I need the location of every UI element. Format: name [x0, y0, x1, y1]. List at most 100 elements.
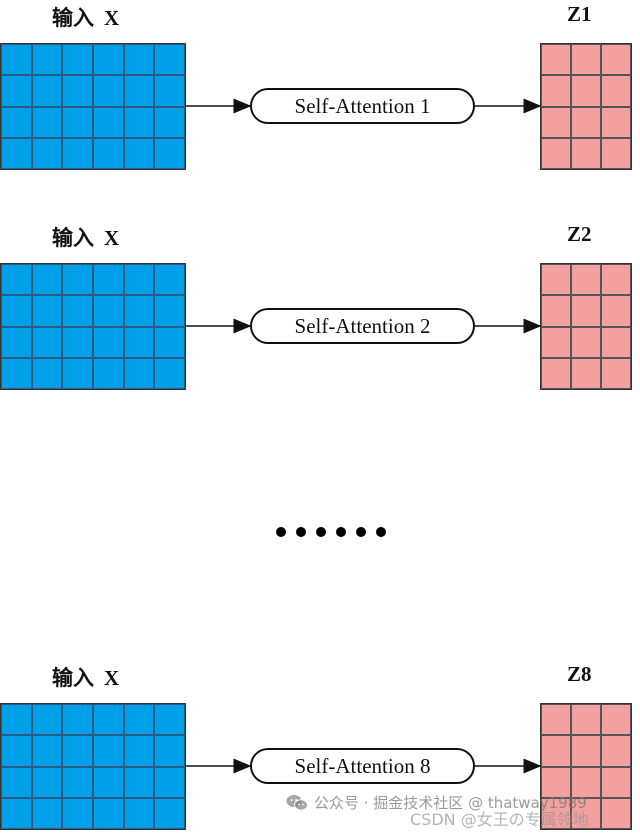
input-matrix-cell: [92, 264, 124, 296]
output-matrix-cell: [541, 766, 571, 798]
wechat-icon: [286, 794, 308, 811]
input-variable: X: [104, 666, 120, 690]
input-matrix-cell: [31, 357, 63, 389]
ellipsis-dot: [336, 527, 346, 537]
input-matrix-cell: [62, 766, 93, 798]
input-matrix-cell: [1, 44, 32, 76]
input-matrix-cell: [1, 326, 32, 358]
input-matrix-cell: [123, 264, 155, 296]
input-matrix-x: [0, 263, 186, 390]
output-matrix-cell: [601, 106, 631, 138]
output-matrix-cell: [541, 797, 571, 829]
output-matrix-cell: [571, 357, 601, 389]
output-matrix-cell: [571, 264, 601, 296]
input-matrix-cell: [62, 326, 93, 358]
input-matrix-cell: [154, 766, 185, 798]
input-matrix-cell: [1, 106, 32, 138]
self-attention-block: Self-Attention 1: [250, 88, 475, 124]
output-matrix-cell: [601, 357, 631, 389]
input-matrix-cell: [154, 44, 185, 76]
input-matrix-cell: [62, 704, 93, 736]
input-matrix-cell: [123, 766, 155, 798]
input-matrix-cell: [154, 357, 185, 389]
output-matrix-cell: [541, 44, 571, 76]
flow-arrows: [186, 98, 542, 114]
output-matrix-cell: [601, 137, 631, 169]
input-matrix-cell: [154, 797, 185, 829]
input-matrix-cell: [1, 766, 32, 798]
input-matrix-cell: [62, 735, 93, 767]
output-matrix-cell: [541, 295, 571, 327]
output-matrix-cell: [571, 766, 601, 798]
input-variable: X: [104, 6, 120, 30]
output-matrix-cell: [541, 326, 571, 358]
output-matrix-cell: [541, 75, 571, 107]
input-matrix-cell: [123, 735, 155, 767]
input-matrix-cell: [123, 704, 155, 736]
ellipsis-dot: [356, 527, 366, 537]
output-matrix-cell: [601, 44, 631, 76]
output-matrix-cell: [601, 735, 631, 767]
input-matrix-cell: [31, 735, 63, 767]
ellipsis-dot: [376, 527, 386, 537]
self-attention-block: Self-Attention 8: [250, 748, 475, 784]
input-matrix-cell: [92, 766, 124, 798]
input-matrix-cell: [92, 106, 124, 138]
input-matrix-cell: [154, 295, 185, 327]
input-matrix-cell: [62, 137, 93, 169]
output-matrix-cell: [541, 264, 571, 296]
input-matrix-cell: [154, 75, 185, 107]
input-matrix-cell: [31, 797, 63, 829]
output-matrix-cell: [601, 326, 631, 358]
output-label: Z8: [567, 662, 592, 686]
flow-arrows: [186, 758, 542, 774]
input-matrix-x: [0, 43, 186, 170]
input-matrix-cell: [92, 75, 124, 107]
output-label: Z2: [567, 222, 592, 246]
output-matrix-z: [540, 43, 632, 170]
input-matrix-cell: [62, 106, 93, 138]
input-matrix-cell: [1, 357, 32, 389]
input-matrix-cell: [1, 75, 32, 107]
input-matrix-cell: [31, 295, 63, 327]
output-matrix-cell: [571, 797, 601, 829]
input-matrix-cell: [62, 357, 93, 389]
input-matrix-cell: [1, 735, 32, 767]
input-matrix-cell: [62, 264, 93, 296]
input-matrix-cell: [92, 44, 124, 76]
input-matrix-cell: [62, 797, 93, 829]
input-matrix-cell: [31, 326, 63, 358]
input-matrix-cell: [31, 75, 63, 107]
watermark-secondary: CSDN @女王の专属领地: [410, 810, 589, 829]
output-matrix-z: [540, 703, 632, 830]
input-matrix-cell: [123, 75, 155, 107]
input-matrix-cell: [1, 797, 32, 829]
input-matrix-cell: [154, 704, 185, 736]
output-matrix-cell: [601, 295, 631, 327]
input-matrix-cell: [92, 326, 124, 358]
input-matrix-cell: [154, 264, 185, 296]
input-matrix-cell: [62, 295, 93, 327]
input-matrix-cell: [123, 137, 155, 169]
output-matrix-cell: [571, 75, 601, 107]
input-matrix-cell: [62, 44, 93, 76]
input-matrix-cell: [1, 137, 32, 169]
output-matrix-cell: [571, 704, 601, 736]
input-matrix-cell: [62, 75, 93, 107]
ellipsis-dot: [276, 527, 286, 537]
input-matrix-cell: [92, 295, 124, 327]
input-matrix-cell: [31, 766, 63, 798]
input-matrix-cell: [1, 295, 32, 327]
watermark-text: 公众号 · 掘金技术社区 @ thatway1989: [314, 794, 587, 812]
output-matrix-cell: [601, 797, 631, 829]
flow-arrows: [186, 318, 542, 334]
output-matrix-cell: [541, 357, 571, 389]
output-matrix-cell: [541, 704, 571, 736]
output-matrix-cell: [601, 75, 631, 107]
